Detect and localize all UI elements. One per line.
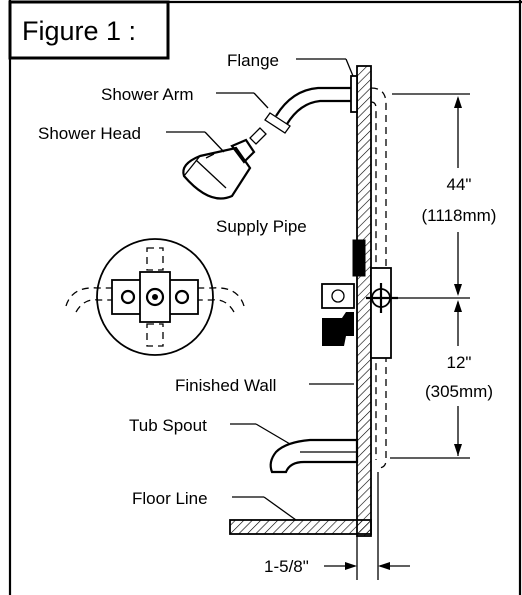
- finished-wall: [356, 65, 372, 537]
- shower-head: [182, 127, 267, 200]
- label-tub-spout: Tub Spout: [129, 416, 207, 435]
- dimension-lower-value: 12": [447, 353, 472, 372]
- dimension-lines: [324, 93, 470, 580]
- label-flange: Flange: [227, 51, 279, 70]
- label-shower-arm: Shower Arm: [101, 85, 194, 104]
- label-floor-line: Floor Line: [132, 489, 208, 508]
- dimension-upper-metric: (1118mm): [422, 206, 497, 225]
- tub-spout: [269, 438, 359, 474]
- shower-arm: [264, 86, 351, 134]
- dimension-lower-metric: (305mm): [425, 382, 493, 401]
- dimension-wall-offset: 1-5/8": [264, 557, 309, 576]
- supply-pipe-dashed: [370, 87, 387, 469]
- leader-lines: [166, 58, 354, 521]
- valve-top-view: [65, 238, 245, 356]
- label-finished-wall: Finished Wall: [175, 376, 276, 395]
- label-supply-pipe: Supply Pipe: [216, 217, 307, 236]
- dimension-upper-value: 44": [447, 175, 472, 194]
- valve-assembly: [321, 239, 398, 359]
- figure-title-box: Figure 1 :: [8, 0, 170, 60]
- flange: [350, 75, 358, 113]
- label-shower-head: Shower Head: [38, 124, 141, 143]
- figure-title: Figure 1 :: [22, 16, 136, 46]
- floor: [229, 519, 372, 535]
